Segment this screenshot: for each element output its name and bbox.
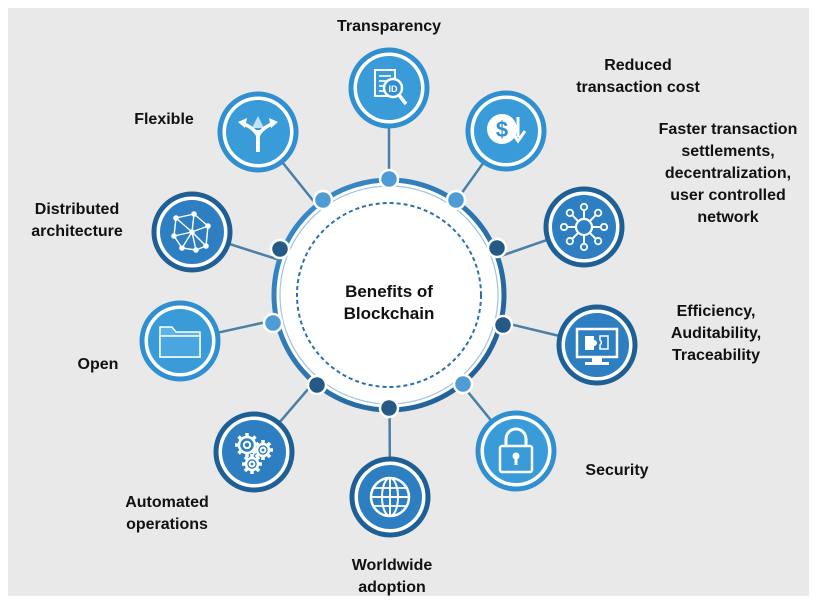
label-faster-settlements-line5: network [697, 209, 758, 226]
node-security [478, 413, 554, 489]
folder-icon [160, 327, 200, 357]
label-automated-line2: operations [126, 516, 208, 533]
label-reduced-cost-line2: transaction cost [576, 79, 700, 96]
center-title-line2: Blockchain [344, 304, 435, 323]
node-distributed [154, 194, 230, 270]
label-distributed-line1: Distributed [35, 201, 119, 218]
label-efficiency-line1: Efficiency, [677, 303, 756, 320]
ring-dot-flexible [314, 191, 332, 209]
node-open [142, 303, 218, 379]
ring-dot-faster-settlements [488, 239, 506, 257]
label-efficiency-line2: Auditability, [671, 325, 761, 342]
label-flexible-line1: Flexible [134, 111, 194, 128]
node-faster-settlements [546, 189, 622, 265]
ring-dot-transparency [380, 170, 398, 188]
label-faster-settlements-line2: settlements, [681, 143, 774, 160]
label-efficiency-line3: Traceability [672, 347, 760, 364]
label-automated-line1: Automated [125, 494, 209, 511]
ring-dot-automated [308, 376, 326, 394]
node-efficiency [559, 307, 635, 383]
ring-dot-open [264, 314, 282, 332]
ring-dot-worldwide [380, 399, 398, 417]
node-transparency: ID [351, 50, 427, 126]
label-security-line1: Security [585, 462, 648, 479]
label-faster-settlements-line3: decentralization, [665, 165, 791, 182]
svg-text:ID: ID [389, 84, 399, 94]
globe-icon [371, 478, 409, 516]
label-transparency-line1: Transparency [337, 18, 441, 35]
center-title-line1: Benefits of [345, 282, 433, 301]
dollar-down-icon: $ [487, 114, 525, 144]
svg-text:$: $ [496, 117, 508, 142]
ring-dot-security [454, 375, 472, 393]
label-reduced-cost-line1: Reduced [604, 57, 672, 74]
ring-dot-distributed [271, 240, 289, 258]
label-worldwide-line1: Worldwide [352, 557, 433, 574]
label-faster-settlements-line1: Faster transaction [659, 121, 798, 138]
node-automated [216, 414, 292, 490]
node-worldwide [352, 459, 428, 535]
ring-dot-efficiency [494, 316, 512, 334]
label-worldwide-line2: adoption [358, 579, 426, 596]
ring-dot-reduced-cost [447, 191, 465, 209]
node-reduced-cost: $ [468, 93, 544, 169]
label-distributed-line2: architecture [31, 223, 123, 240]
label-faster-settlements-line4: user controlled [670, 187, 786, 204]
node-flexible [220, 94, 296, 170]
label-open-line1: Open [78, 356, 119, 373]
